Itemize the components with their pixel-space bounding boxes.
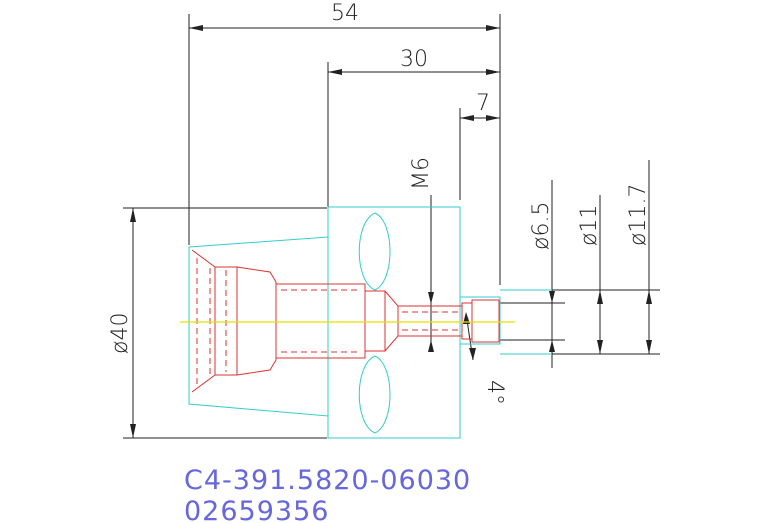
dim-dia-40: ø40 xyxy=(108,207,327,439)
part-number: C4-391.5820-06030 xyxy=(184,465,471,496)
dim-30-label: 30 xyxy=(400,47,428,72)
dim-m6-label: M6 xyxy=(409,157,434,190)
dim-dia-40-label: ø40 xyxy=(108,313,133,354)
dim-30: 30 xyxy=(327,47,500,207)
dim-dia-11-7-label: ø11.7 xyxy=(626,184,651,246)
part-code: 02659356 xyxy=(184,496,329,523)
dim-m6: M6 xyxy=(409,157,434,352)
dim-angle-label: 4° xyxy=(482,380,507,405)
dim-angle: 4° xyxy=(463,312,507,405)
dim-54: 54 xyxy=(188,1,501,285)
dim-7-label: 7 xyxy=(476,91,490,116)
dim-dia-6-5-label: ø6.5 xyxy=(529,202,554,250)
dim-54-label: 54 xyxy=(331,1,359,26)
part-hidden-lines xyxy=(191,249,500,393)
dim-dia-11-label: ø11 xyxy=(577,205,602,246)
dim-7: 7 xyxy=(459,91,500,200)
dim-dia-small: ø6.5 ø11 ø11.7 xyxy=(500,160,660,368)
